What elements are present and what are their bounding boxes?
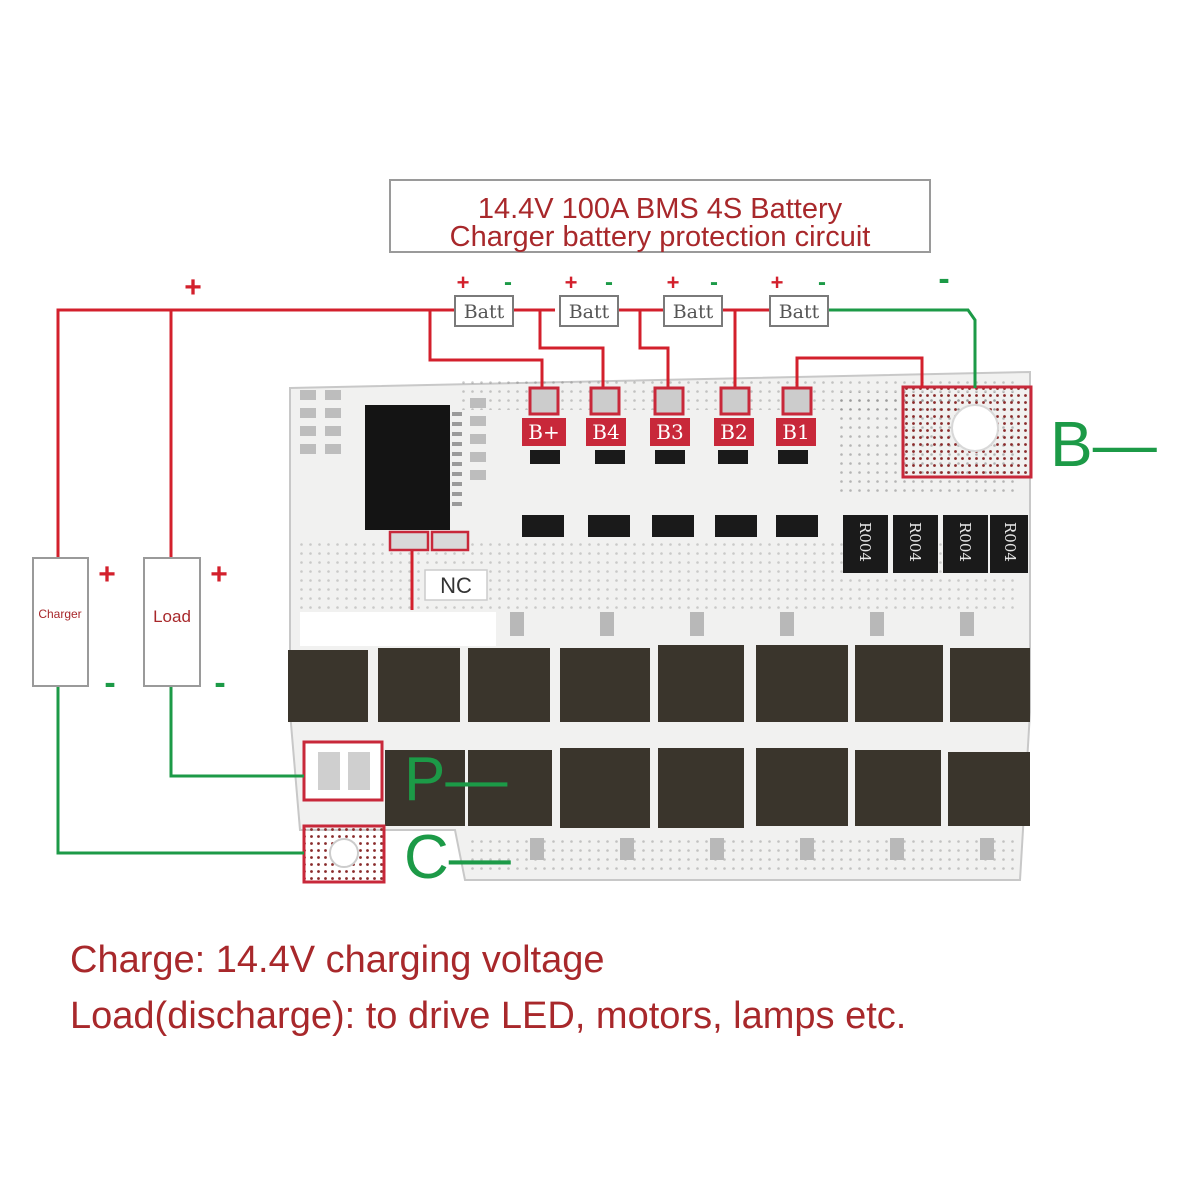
battery-plus-sign: + <box>457 270 470 295</box>
title-box: 14.4V 100A BMS 4S Battery Charger batter… <box>389 179 931 253</box>
title-line-2: Charger battery protection circuit <box>450 221 871 253</box>
battery-label: Batt <box>464 301 505 323</box>
resistor-label: R004 <box>956 522 974 562</box>
note-charge: Charge: 14.4V charging voltage <box>70 939 604 981</box>
c-minus-terminal-pad <box>302 824 386 884</box>
positive-wires <box>56 308 924 610</box>
pcb-board: R004 R004 R004 R004 <box>288 370 1033 884</box>
positive-rail-sign: + <box>184 271 202 304</box>
small-chips <box>522 450 818 537</box>
balance-pad-label: B3 <box>656 420 683 444</box>
balance-pad-label: B+ <box>528 420 559 444</box>
p-minus-label: P— <box>404 745 507 814</box>
p-minus-terminal-pad <box>302 740 384 802</box>
battery-label: Batt <box>673 301 714 323</box>
balance-pad: B3 <box>650 386 690 446</box>
battery-cell: Batt + - <box>454 269 514 327</box>
battery-plus-sign: + <box>771 270 784 295</box>
balance-pad-label: B4 <box>592 420 619 444</box>
load-minus-sign: - <box>214 664 225 702</box>
charger-minus-sign: - <box>104 664 115 702</box>
battery-cell: Batt + - <box>559 269 619 327</box>
b-minus-label: B— <box>1050 408 1157 480</box>
load-label: Load <box>153 607 191 626</box>
mosfet-row-bottom <box>385 748 1030 828</box>
negative-rail-sign: - <box>938 260 949 298</box>
battery-minus-sign: - <box>710 269 718 296</box>
balance-pad: B2 <box>714 386 754 446</box>
battery-cell: Batt + - <box>663 269 723 327</box>
resistor-label: R004 <box>856 522 874 562</box>
battery-plus-sign: + <box>565 270 578 295</box>
load-plus-sign: + <box>210 558 228 591</box>
balance-pad: B4 <box>586 386 626 446</box>
battery-label: Batt <box>779 301 820 323</box>
balance-pad-label: B2 <box>720 420 747 444</box>
blank-label-area <box>300 612 496 646</box>
battery-minus-sign: - <box>504 269 512 296</box>
nc-jumper: NC <box>388 530 488 601</box>
current-sense-resistors: R004 R004 R004 R004 <box>843 515 1028 573</box>
battery-minus-sign: - <box>605 269 613 296</box>
battery-plus-sign: + <box>667 270 680 295</box>
battery-cell: Batt + - <box>769 269 829 327</box>
resistor-label: R004 <box>1001 522 1019 562</box>
battery-minus-sign: - <box>818 269 826 296</box>
mosfet-row-top <box>288 645 1030 722</box>
negative-wires <box>56 308 977 855</box>
title-line-1: 14.4V 100A BMS 4S Battery <box>478 193 843 225</box>
bms-controller-ic <box>365 405 450 530</box>
resistor-label: R004 <box>906 522 924 562</box>
nc-label: NC <box>440 573 472 598</box>
charger-label: Charger <box>38 607 81 621</box>
balance-pad: B1 <box>776 386 816 446</box>
load-box: Load + - <box>143 557 228 702</box>
note-load: Load(discharge): to drive LED, motors, l… <box>70 995 906 1037</box>
balance-pad: B+ <box>522 386 566 446</box>
balance-pad-label: B1 <box>782 420 809 444</box>
passive-components <box>300 390 486 480</box>
mosfet-tabs <box>510 612 994 860</box>
c-minus-label: C— <box>404 823 511 892</box>
charger-box: Charger + - <box>32 557 116 702</box>
battery-label: Batt <box>569 301 610 323</box>
charger-plus-sign: + <box>98 558 116 591</box>
b-minus-terminal-pad <box>901 385 1033 479</box>
